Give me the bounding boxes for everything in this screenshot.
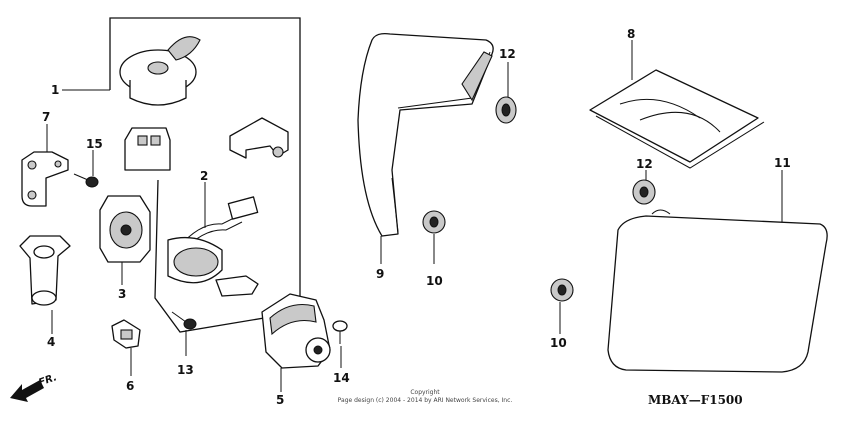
callout-12a: 12 bbox=[499, 47, 516, 61]
callout-14: 14 bbox=[333, 371, 350, 385]
diagram-code: MBAY—F1500 bbox=[648, 393, 743, 407]
front-arrow-icon bbox=[10, 380, 44, 402]
callout-11: 11 bbox=[774, 156, 791, 170]
callout-7: 7 bbox=[42, 110, 50, 124]
ignition-switch bbox=[167, 196, 259, 297]
callout-10a: 10 bbox=[426, 274, 443, 288]
copyright-title: Copyright bbox=[410, 389, 440, 396]
key bbox=[111, 319, 141, 349]
callout-12b: 12 bbox=[636, 157, 653, 171]
seal-sheet bbox=[589, 69, 765, 169]
grommet-12b bbox=[632, 179, 656, 205]
callout-6: 6 bbox=[126, 379, 134, 393]
callout-5: 5 bbox=[276, 393, 284, 407]
callout-8: 8 bbox=[627, 27, 635, 41]
callout-9: 9 bbox=[376, 267, 384, 281]
grommet-10a bbox=[422, 210, 446, 234]
plate-bracket bbox=[21, 151, 69, 207]
grommet-10b bbox=[550, 278, 574, 302]
key-block bbox=[124, 127, 171, 171]
screw-14 bbox=[332, 320, 348, 344]
callout-15: 15 bbox=[86, 137, 103, 151]
callout-1: 1 bbox=[51, 83, 59, 97]
bolt-15 bbox=[73, 173, 99, 188]
side-cover bbox=[607, 209, 828, 373]
grommet-12a bbox=[495, 96, 517, 124]
lock-cylinder bbox=[99, 195, 151, 263]
hook-piece bbox=[229, 117, 289, 159]
side-panel bbox=[357, 32, 494, 237]
callout-13: 13 bbox=[177, 363, 194, 377]
front-direction-label: FR. bbox=[37, 372, 58, 389]
stay-bracket bbox=[19, 235, 71, 306]
callout-2: 2 bbox=[200, 169, 208, 183]
lock-body bbox=[261, 293, 331, 369]
callout-3: 3 bbox=[118, 287, 126, 301]
copyright-line: Page design (c) 2004 - 2014 by ARI Netwo… bbox=[338, 397, 513, 404]
callout-10b: 10 bbox=[550, 336, 567, 350]
screw-13 bbox=[171, 311, 197, 330]
fuel-cap bbox=[119, 36, 201, 106]
callout-4: 4 bbox=[47, 335, 55, 349]
